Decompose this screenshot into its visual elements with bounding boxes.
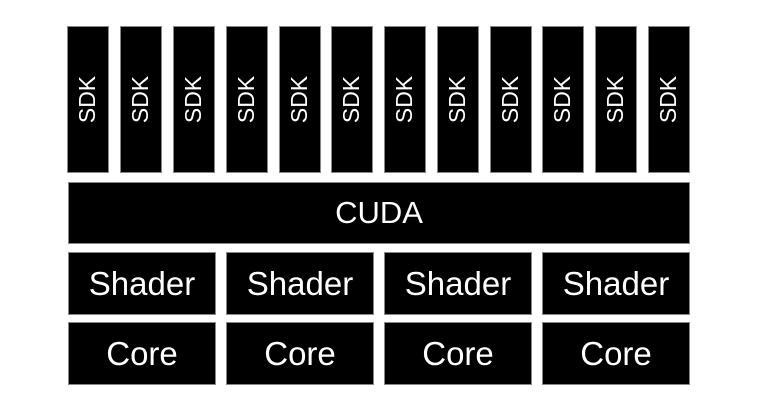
sdk-label: SDK bbox=[338, 75, 365, 124]
sdk-block: SDK bbox=[173, 26, 215, 173]
core-block: Core bbox=[384, 322, 532, 385]
sdk-block: SDK bbox=[279, 26, 321, 173]
sdk-label: SDK bbox=[233, 75, 260, 124]
shader-block: Shader bbox=[542, 252, 690, 315]
sdk-block: SDK bbox=[542, 26, 584, 173]
sdk-label: SDK bbox=[549, 75, 576, 124]
sdk-block: SDK bbox=[331, 26, 373, 173]
sdk-label: SDK bbox=[655, 75, 682, 124]
sdk-block: SDK bbox=[384, 26, 426, 173]
shader-block: Shader bbox=[226, 252, 374, 315]
sdk-label: SDK bbox=[497, 75, 524, 124]
sdk-label: SDK bbox=[602, 75, 629, 124]
core-block: Core bbox=[226, 322, 374, 385]
sdk-label: SDK bbox=[391, 75, 418, 124]
sdk-block: SDK bbox=[648, 26, 690, 173]
sdk-label: SDK bbox=[444, 75, 471, 124]
sdk-label: SDK bbox=[180, 75, 207, 124]
sdk-block: SDK bbox=[437, 26, 479, 173]
cuda-block: CUDA bbox=[68, 182, 690, 244]
sdk-label: SDK bbox=[127, 75, 154, 124]
sdk-label: SDK bbox=[74, 75, 101, 124]
shader-block: Shader bbox=[68, 252, 216, 315]
core-block: Core bbox=[68, 322, 216, 385]
sdk-label: SDK bbox=[286, 75, 313, 124]
shader-block: Shader bbox=[384, 252, 532, 315]
sdk-block: SDK bbox=[490, 26, 532, 173]
sdk-block: SDK bbox=[67, 26, 109, 173]
sdk-block: SDK bbox=[595, 26, 637, 173]
sdk-block: SDK bbox=[120, 26, 162, 173]
core-block: Core bbox=[542, 322, 690, 385]
sdk-block: SDK bbox=[226, 26, 268, 173]
